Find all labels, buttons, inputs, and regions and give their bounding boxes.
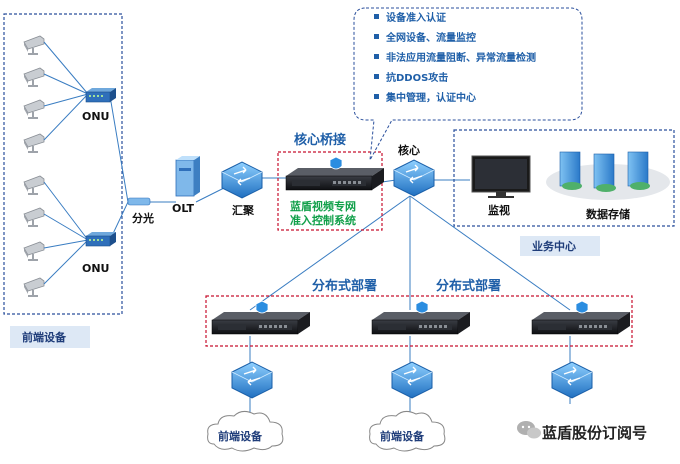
business-center-zone — [453, 129, 675, 227]
feature-item: 抗DDOS攻击 — [386, 71, 448, 84]
feature-item: 设备准入认证 — [386, 11, 446, 24]
aggregation-label: 汇聚 — [232, 204, 255, 217]
core-bridge-zone — [277, 151, 383, 231]
switch-icon — [221, 161, 263, 199]
wechat-icon — [517, 421, 541, 439]
business-center-label: 业务中心 — [532, 239, 576, 253]
frontend-badge — [10, 326, 90, 348]
camera-icon — [23, 133, 45, 154]
appliance-icon — [531, 300, 631, 335]
camera-icon — [23, 67, 45, 88]
distributed-label-left: 分布式部署 — [312, 278, 377, 294]
cloud-label-left: 前端设备 — [218, 429, 263, 443]
camera-icon — [23, 277, 45, 298]
business-center-badge — [520, 236, 600, 256]
feature-callout — [353, 7, 583, 161]
core-bridge-label: 核心桥接 — [294, 132, 346, 148]
camera-icon — [23, 241, 45, 262]
switch-icon — [231, 361, 273, 399]
bullet-icon — [374, 94, 379, 99]
bullet-icon — [374, 74, 379, 79]
switch-icon — [551, 361, 593, 399]
camera-icon — [23, 207, 45, 228]
onu-label-top: ONU — [82, 110, 110, 123]
bullet-icon — [374, 54, 379, 59]
distributed-zone — [205, 295, 633, 347]
cloud-label-middle: 前端设备 — [380, 429, 425, 443]
bullet-icon — [374, 14, 379, 19]
feature-item: 全网设备、流量监控 — [385, 31, 476, 44]
monitor-icon — [471, 155, 531, 198]
bullet-icon — [374, 34, 379, 39]
feature-item: 集中管理，认证中心 — [385, 91, 476, 104]
appliance-icon — [211, 300, 311, 335]
appliance-line2: 准入控制系统 — [290, 213, 356, 227]
feature-item: 非法应用流量阻断、异常流量检测 — [386, 51, 536, 64]
watermark-text: 蓝盾股份订阅号 — [542, 424, 647, 442]
core-label: 核心 — [398, 143, 420, 157]
switch-icon — [391, 361, 433, 399]
onu-label-bottom: ONU — [82, 262, 110, 275]
camera-icon — [23, 35, 45, 56]
storage-server-icon — [559, 151, 650, 192]
camera-group — [23, 35, 45, 298]
feature-list: 设备准入认证 全网设备、流量监控 非法应用流量阻断、异常流量检测 抗DDOS攻击… — [374, 11, 536, 104]
splitter-label: 分光 — [132, 211, 154, 225]
frontend-devices-label: 前端设备 — [22, 330, 67, 344]
camera-icon — [23, 175, 45, 196]
monitor-label: 监视 — [488, 203, 510, 217]
appliance-icon — [371, 300, 471, 335]
onu-icon — [85, 88, 116, 103]
data-storage-label: 数据存储 — [586, 207, 630, 221]
appliance-line1: 蓝盾视频专网 — [290, 199, 356, 213]
olt-server-icon — [175, 156, 200, 197]
distributed-label-right: 分布式部署 — [436, 278, 501, 294]
olt-label: OLT — [172, 202, 195, 215]
appliance-icon — [285, 156, 385, 191]
onu-icon — [85, 232, 116, 247]
splitter-icon — [127, 197, 151, 206]
switch-icon — [393, 159, 435, 197]
camera-icon — [23, 99, 45, 120]
